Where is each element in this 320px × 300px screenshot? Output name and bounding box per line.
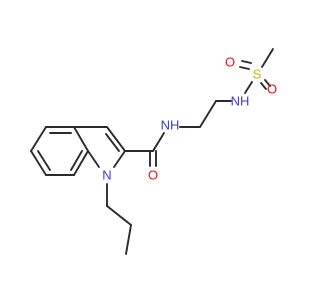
bond-ca-cb2: [199, 100, 217, 128]
bond-s-o2-double: [260, 82, 267, 90]
bond-nh-s: [244, 81, 253, 94]
atom-label-oxygen-sulfonyl-1: O: [225, 55, 235, 70]
bond-c3-c2-inner: [105, 133, 120, 152]
bond-c7-c7a-inner: [70, 150, 83, 171]
bonds: [30, 48, 274, 255]
bond-c5-c6-inner: [37, 150, 51, 171]
bond-c7a-c3a: [73, 126, 89, 152]
atom-labels: S O O NH NH N O: [102, 55, 277, 183]
bond-s-o1: [239, 66, 250, 70]
bond-cb-cc: [125, 224, 132, 255]
bond-n1-c7a: [87, 150, 100, 168]
atom-label-oxygen-carbonyl: O: [148, 168, 158, 183]
bond-c5-c6: [30, 150, 47, 176]
bond-c4-c5: [30, 126, 47, 152]
atom-label-sulfur: S: [253, 67, 262, 82]
bond-s-o1-double: [241, 60, 252, 64]
atom-label-nh-sulfonamide: NH: [231, 94, 250, 109]
bond-camide-nh: [152, 132, 165, 152]
atom-label-nitrogen-indole: N: [102, 168, 111, 183]
bond-c2-n1: [113, 150, 126, 168]
atom-label-oxygen-sulfonyl-2: O: [267, 82, 277, 97]
atom-label-nh-amide: NH: [161, 118, 180, 133]
bond-c7-c7a: [73, 150, 89, 176]
bond-s-ch3: [261, 48, 274, 68]
molecule-structure-diagram: S O O NH NH N O: [30, 48, 277, 255]
bond-ca-cb: [106, 205, 132, 226]
bond-c3-c2: [106, 126, 126, 152]
bond-s-o2: [264, 79, 271, 87]
